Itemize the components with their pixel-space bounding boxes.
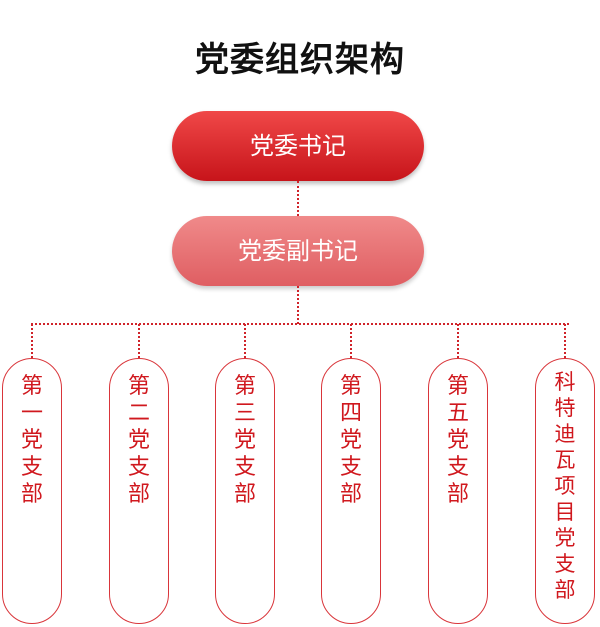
- branch-connector-2: [138, 324, 140, 358]
- branch-node-1: 第一党支部: [2, 358, 62, 624]
- branch-connector-3: [244, 324, 246, 358]
- branch-bus-line: [31, 323, 569, 325]
- branch-node-4: 第四党支部: [321, 358, 381, 624]
- branch-connector-5: [457, 324, 459, 358]
- chart-title: 党委组织架构: [195, 40, 405, 80]
- branch-label: 第二党支部: [127, 374, 150, 507]
- party-secretary-node: 党委书记: [172, 111, 424, 181]
- branch-label: 第四党支部: [339, 374, 362, 507]
- branch-label: 第三党支部: [233, 374, 256, 507]
- branch-label: 第五党支部: [446, 374, 469, 507]
- branch-node-3: 第三党支部: [215, 358, 275, 624]
- branch-label: 第一党支部: [20, 374, 43, 507]
- connector-second-to-bus: [297, 286, 299, 324]
- branch-connector-6: [564, 324, 566, 358]
- branch-connector-1: [31, 324, 33, 358]
- branch-node-2: 第二党支部: [109, 358, 169, 624]
- branch-connector-4: [350, 324, 352, 358]
- connector-top-to-second: [297, 181, 299, 216]
- deputy-secretary-node: 党委副书记: [172, 216, 424, 286]
- branch-node-6: 科特迪瓦项目党支部: [535, 358, 595, 624]
- branch-label: 科特迪瓦项目党支部: [554, 370, 576, 602]
- branch-node-5: 第五党支部: [428, 358, 488, 624]
